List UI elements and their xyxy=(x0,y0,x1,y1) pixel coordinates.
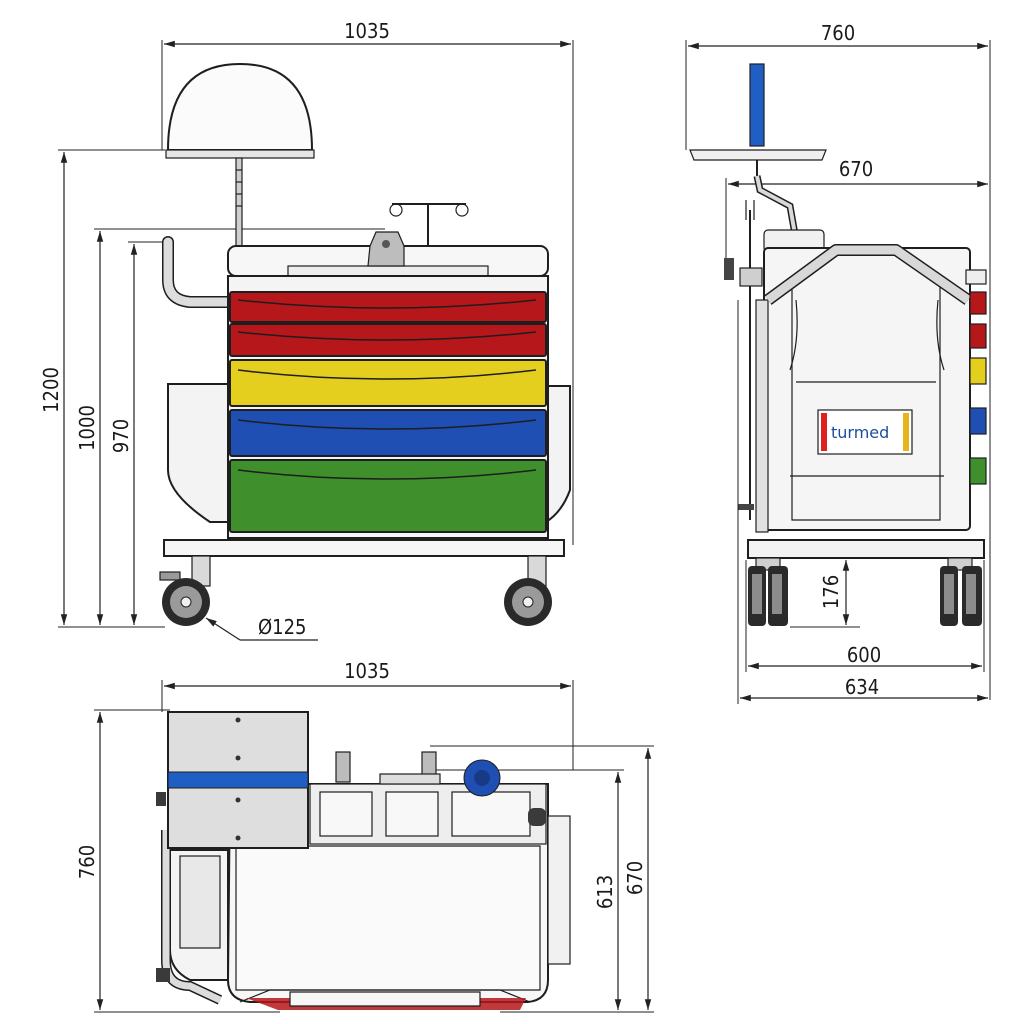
side-wheel-height-label: 176 xyxy=(819,575,843,609)
side-right-caster xyxy=(940,557,982,626)
side-overall-634-dimension: 634 xyxy=(737,300,988,704)
left-side-bin xyxy=(167,383,229,523)
drawer-green xyxy=(229,459,547,533)
side-view: 760 670 xyxy=(685,21,991,704)
side-base-600-dimension: 600 xyxy=(745,560,985,672)
side-base-600-label: 600 xyxy=(847,643,881,667)
side-width-760-label: 760 xyxy=(821,21,855,45)
front-height-1200-dimension: 1200 xyxy=(39,149,165,628)
side-width-760-dimension: 760 xyxy=(685,21,991,700)
side-overall-634-label: 634 xyxy=(845,675,879,699)
right-side-bin xyxy=(545,385,571,524)
front-left-caster xyxy=(159,555,211,626)
front-width-label: 1035 xyxy=(344,19,390,43)
top-cabinet xyxy=(226,751,571,1010)
top-depth-760-dimension: 760 xyxy=(75,709,280,1013)
drawer-red-1 xyxy=(229,291,547,323)
top-depth-760-label: 760 xyxy=(75,845,99,879)
logo-text: turmed xyxy=(831,423,889,442)
top-width-dimension: 1035 xyxy=(161,659,574,770)
front-height-970-dimension: 970 xyxy=(109,241,172,625)
side-tray xyxy=(689,63,827,241)
front-height-1200-label: 1200 xyxy=(39,367,63,413)
side-pole xyxy=(724,200,763,520)
top-depth-613-dimension: 613 xyxy=(430,769,654,1013)
top-depth-613-label: 613 xyxy=(593,875,617,909)
dome-lamp xyxy=(165,62,315,247)
front-right-caster xyxy=(504,555,552,626)
drawer-blue xyxy=(229,409,547,457)
side-left-caster xyxy=(748,557,788,626)
top-depth-670-dimension: 670 xyxy=(430,745,654,1010)
wheel-diameter-label: Ø125 xyxy=(258,615,307,639)
front-view: 1035 1200 1000 970 xyxy=(39,19,574,641)
base-plate xyxy=(163,539,565,557)
front-height-970-label: 970 xyxy=(109,419,133,453)
side-width-670-label: 670 xyxy=(839,157,873,181)
top-view: 1035 760 613 670 xyxy=(75,659,654,1013)
top-side-tray xyxy=(167,711,309,849)
side-wheel-height-dimension: 176 xyxy=(790,560,860,628)
iv-pole xyxy=(389,203,469,250)
drawer-red-2 xyxy=(229,323,547,357)
front-height-1000-dimension: 1000 xyxy=(75,228,385,625)
side-base xyxy=(747,539,985,559)
front-height-1000-label: 1000 xyxy=(75,405,99,451)
turmed-logo: turmed xyxy=(817,409,913,455)
front-width-dimension: 1035 xyxy=(161,19,574,545)
wheel-diameter-callout: Ø125 xyxy=(205,615,318,641)
side-width-670-dimension: 670 xyxy=(725,157,988,280)
top-depth-670-label: 670 xyxy=(623,861,647,895)
top-width-label: 1035 xyxy=(344,659,390,683)
drawer-yellow xyxy=(229,359,547,407)
side-cabinet: turmed xyxy=(755,229,987,533)
